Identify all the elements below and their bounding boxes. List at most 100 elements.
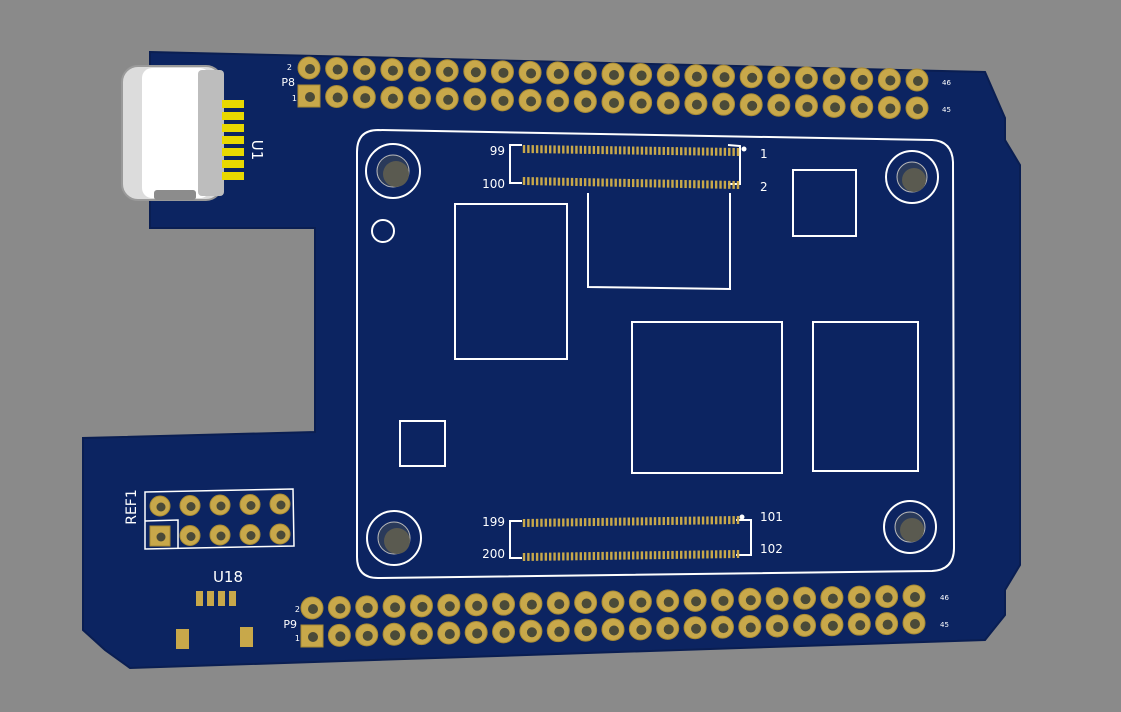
conn-top-label-99: 99 bbox=[490, 144, 505, 158]
p9-pin-hole bbox=[472, 600, 483, 611]
conn-bottom-row1-pin bbox=[701, 516, 705, 525]
conn-top-row2-pin bbox=[675, 179, 679, 188]
b2b-connector-top bbox=[509, 144, 747, 189]
chip-outline-small-left bbox=[399, 420, 446, 467]
p8-pin-hole bbox=[360, 65, 371, 76]
p8-pin-hole bbox=[443, 66, 454, 77]
p8-pin-hole bbox=[332, 92, 343, 103]
p8-pin-hole bbox=[664, 71, 675, 82]
conn-bottom-row2-pin bbox=[714, 550, 718, 559]
usb-connector-pins bbox=[222, 100, 244, 180]
conn-bottom-row1-pin bbox=[618, 517, 622, 526]
conn-top-row1-pin bbox=[688, 147, 692, 156]
conn-bottom-row1-pin bbox=[710, 516, 713, 525]
conn-top-row1-pin bbox=[623, 146, 626, 155]
p9-pin-hole bbox=[855, 593, 866, 604]
p9-pin-hole bbox=[827, 593, 838, 604]
conn-bottom-row2-pin bbox=[640, 551, 644, 560]
p9-pin-hole bbox=[800, 621, 811, 632]
p9-pin-hole bbox=[499, 600, 510, 611]
conn-bottom-row2-pin bbox=[649, 551, 652, 560]
conn-bottom-row2-pin bbox=[636, 551, 639, 560]
mounting-hole-top-right bbox=[885, 150, 939, 204]
conn-top-row1-pin bbox=[601, 146, 604, 155]
conn-top-label-100: 100 bbox=[482, 177, 505, 191]
jtag-pin-hole bbox=[216, 501, 226, 511]
conn-bottom-row2-pin bbox=[579, 552, 582, 561]
p8-pin-hole bbox=[553, 96, 564, 107]
p8-pin-hole bbox=[885, 103, 896, 114]
jtag-pin-hole bbox=[276, 500, 286, 510]
label-u18: U18 bbox=[213, 568, 243, 586]
conn-top-row1-pin bbox=[588, 145, 591, 154]
conn-bottom-row1-pin bbox=[570, 518, 574, 527]
p8-pin-1-label: 1 bbox=[292, 94, 297, 103]
conn-bottom-row1-pin bbox=[688, 516, 692, 525]
p8-pin-hole bbox=[305, 92, 315, 102]
conn-bottom-row1-pin bbox=[640, 517, 644, 526]
p8-pin-hole bbox=[387, 65, 398, 76]
p9-pin-hole bbox=[882, 592, 893, 603]
conn-bottom-row2-pin bbox=[610, 551, 613, 560]
p9-pin-hole bbox=[718, 595, 729, 606]
p8-pin-hole bbox=[581, 69, 592, 80]
conn-bottom-row2-pin bbox=[710, 550, 713, 559]
header-p9-row-odd bbox=[300, 611, 926, 648]
p8-pin-hole bbox=[498, 95, 509, 106]
p8-pin-hole bbox=[636, 70, 647, 81]
conn-bottom-row1-pin bbox=[693, 516, 696, 525]
conn-bottom-row1-pin bbox=[636, 517, 639, 526]
conn-top-row2-pin bbox=[544, 177, 548, 186]
conn-top-row1-pin bbox=[710, 147, 713, 156]
conn-bottom-row2-pin bbox=[653, 551, 657, 560]
conn-bottom-row2-pin bbox=[658, 551, 661, 560]
p9-pin-hole bbox=[663, 596, 674, 607]
conn-top-row2-pin bbox=[714, 180, 718, 189]
p8-pin-2-label: 2 bbox=[287, 63, 292, 72]
conn-top-row2-pin bbox=[736, 181, 740, 189]
p9-pin-hole bbox=[554, 626, 565, 637]
conn-bottom-row1-pin bbox=[579, 518, 582, 527]
conn-top-row2-pin bbox=[540, 177, 543, 186]
p9-pin-hole bbox=[417, 629, 428, 640]
conn-bottom-row1-pin bbox=[531, 518, 534, 527]
p9-pin-hole bbox=[390, 630, 401, 641]
conn-bottom-row1-pin bbox=[723, 516, 727, 525]
conn-top-row2-pin bbox=[605, 178, 609, 187]
p9-pin-46-label: 46 bbox=[940, 594, 949, 602]
p9-pin-hole bbox=[581, 598, 592, 609]
p8-pin-hole bbox=[747, 72, 758, 83]
chip-outline-memory bbox=[454, 203, 568, 360]
conn-top-row2-pin bbox=[640, 179, 644, 188]
conn-top-row2-pin bbox=[688, 180, 692, 189]
p9-pin-hole bbox=[335, 603, 346, 614]
usb-c-connector bbox=[121, 65, 244, 201]
label-ref1: REF1 bbox=[124, 489, 140, 525]
conn-bottom-row2-pin bbox=[719, 550, 722, 559]
header-p8-row-even bbox=[297, 56, 929, 92]
conn-top-row1-pin bbox=[618, 146, 622, 155]
conn-bottom-row2-pin bbox=[666, 550, 670, 559]
conn-top-row1-pin bbox=[645, 146, 648, 155]
conn-bottom-row1-pin bbox=[662, 517, 665, 526]
conn-bottom-row1-pin bbox=[562, 518, 565, 527]
p9-pin-hole bbox=[609, 625, 619, 636]
conn-top-row2-pin bbox=[719, 180, 722, 189]
p9-pin-2-label: 2 bbox=[295, 605, 300, 614]
p8-pin-hole bbox=[830, 74, 841, 85]
conn-bottom-row1-pin bbox=[588, 518, 591, 527]
conn-bottom-row2-pin bbox=[732, 550, 735, 559]
conn-top-row1-pin bbox=[723, 147, 727, 156]
p8-pin-hole bbox=[526, 96, 537, 107]
conn-bottom-row2-pin bbox=[566, 552, 569, 561]
conn-top-row1-pin bbox=[680, 147, 683, 156]
conn-bottom-row1-pin bbox=[535, 518, 539, 527]
p8-pin-hole bbox=[470, 95, 481, 106]
conn-top-row1-pin bbox=[570, 145, 574, 154]
conn-top-row2-pin bbox=[684, 180, 687, 189]
p9-pin-hole bbox=[691, 596, 702, 607]
conn-top-row1-pin bbox=[706, 147, 709, 156]
conn-bottom-row1-pin bbox=[610, 517, 613, 526]
conn-bottom-row1-pin bbox=[671, 516, 674, 525]
p8-pin-hole bbox=[360, 93, 371, 104]
